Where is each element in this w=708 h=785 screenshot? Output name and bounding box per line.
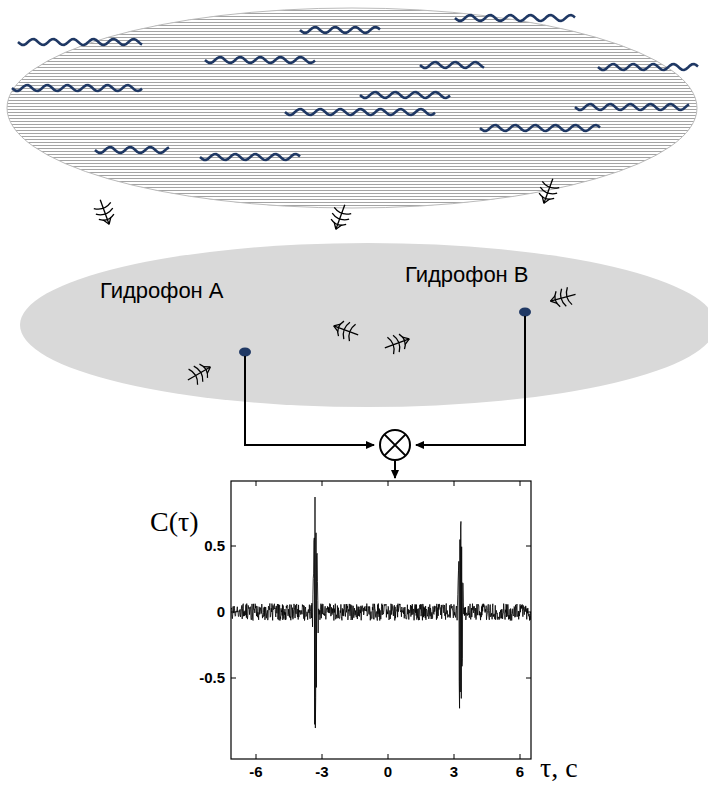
- water-layer: [20, 243, 708, 407]
- wave-line: [12, 85, 142, 91]
- axis-tick: [322, 754, 323, 759]
- sea-surface: [7, 8, 698, 208]
- wave-line: [200, 154, 300, 160]
- axis-tick: [231, 612, 236, 613]
- wave-line: [95, 147, 169, 153]
- wave-line: [300, 27, 380, 33]
- multiplier-symbol: [380, 430, 410, 460]
- axis-tick: [256, 481, 257, 486]
- hydrophone-label: Гидрофон А: [100, 280, 224, 302]
- tick-label: -3: [315, 764, 328, 779]
- axis-tick: [526, 546, 531, 547]
- wave-line: [360, 92, 450, 98]
- tick-label: 0: [384, 764, 392, 779]
- axis-label: C(τ): [150, 508, 199, 536]
- axis-tick: [526, 612, 531, 613]
- wave-line: [455, 15, 575, 21]
- axis-tick: [256, 754, 257, 759]
- axis-tick: [231, 546, 236, 547]
- axis-tick: [454, 754, 455, 759]
- correlation-plot: [231, 481, 531, 759]
- tick-label: 3: [450, 764, 458, 779]
- axis-tick: [322, 481, 323, 486]
- wave-line: [420, 62, 484, 68]
- axis-tick: [388, 754, 389, 759]
- hydrophone-label: Гидрофон B: [405, 264, 529, 286]
- correlation-trace: [231, 497, 531, 728]
- tick-label: 0.5: [204, 538, 225, 553]
- wave-line: [480, 125, 600, 131]
- tick-label: 6: [516, 764, 524, 779]
- wave-line: [205, 57, 315, 63]
- tick-label: 0: [217, 604, 225, 619]
- tick-label: -0.5: [199, 670, 225, 685]
- sound-waves: [92, 176, 561, 233]
- axis-tick: [231, 481, 531, 759]
- tick-label: -6: [249, 764, 262, 779]
- wave-line: [598, 64, 698, 70]
- wave-line: [18, 39, 142, 45]
- hydrophone: [239, 308, 531, 357]
- axis-label: τ, c: [540, 754, 578, 782]
- axis-tick: [231, 678, 236, 679]
- axis-tick: [520, 481, 521, 486]
- wave-line: [575, 104, 689, 110]
- axis-tick: [388, 481, 389, 486]
- wave-line: [12, 15, 698, 160]
- axis-tick: [520, 754, 521, 759]
- axis-tick: [454, 481, 455, 486]
- axis-tick: [526, 678, 531, 679]
- wave-line: [285, 109, 435, 115]
- signal-wire: [245, 316, 525, 478]
